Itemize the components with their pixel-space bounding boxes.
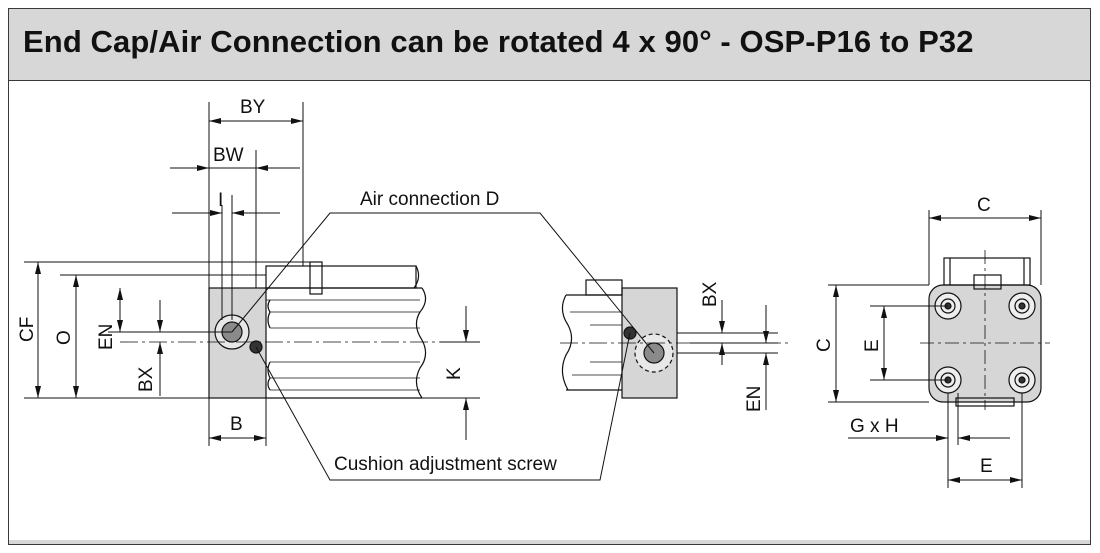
dim-gxh-label: G x H [850, 416, 899, 437]
page-title: End Cap/Air Connection can be rotated 4 … [23, 24, 974, 59]
dim-o-label: O [54, 330, 75, 345]
left-view-dimensions [24, 102, 480, 446]
dim-b-label: B [230, 414, 243, 435]
air-connection-leader [231, 212, 655, 354]
labels: Air connection D Cushion adjustment scre… [17, 97, 993, 477]
bottom-strip [9, 540, 1090, 544]
cushion-screw-label: Cushion adjustment screw [334, 454, 557, 475]
dim-c-top-label: C [977, 195, 991, 216]
dim-en-mid-label: EN [744, 386, 765, 412]
dim-e-bottom-label: E [980, 456, 993, 477]
middle-view [560, 279, 790, 399]
middle-cylinder-body [561, 279, 623, 391]
dim-bx-mid-label: BX [700, 281, 721, 307]
dim-k-label: K [444, 367, 465, 380]
callout-leaders [231, 212, 655, 481]
left-view [120, 261, 480, 399]
dim-cf-label: CF [17, 317, 38, 342]
figure-frame: End Cap/Air Connection can be rotated 4 … [8, 8, 1091, 545]
middle-view-dimensions [677, 300, 778, 410]
dim-bw-label: BW [213, 145, 244, 166]
dim-c-side-label: C [814, 338, 835, 352]
dim-e-side-label: E [862, 339, 883, 352]
air-connection-label: Air connection D [360, 189, 499, 210]
dim-by-label: BY [240, 97, 266, 118]
left-cylinder-body [265, 261, 427, 399]
cushion-screw-leader [255, 332, 631, 481]
right-view-dimensions [828, 210, 1042, 488]
dim-en-left-label: EN [96, 324, 117, 350]
right-view [920, 250, 1050, 410]
dim-i-label: I [218, 190, 223, 211]
dim-bx-left-label: BX [136, 366, 157, 392]
title-bar: End Cap/Air Connection can be rotated 4 … [9, 9, 1090, 81]
